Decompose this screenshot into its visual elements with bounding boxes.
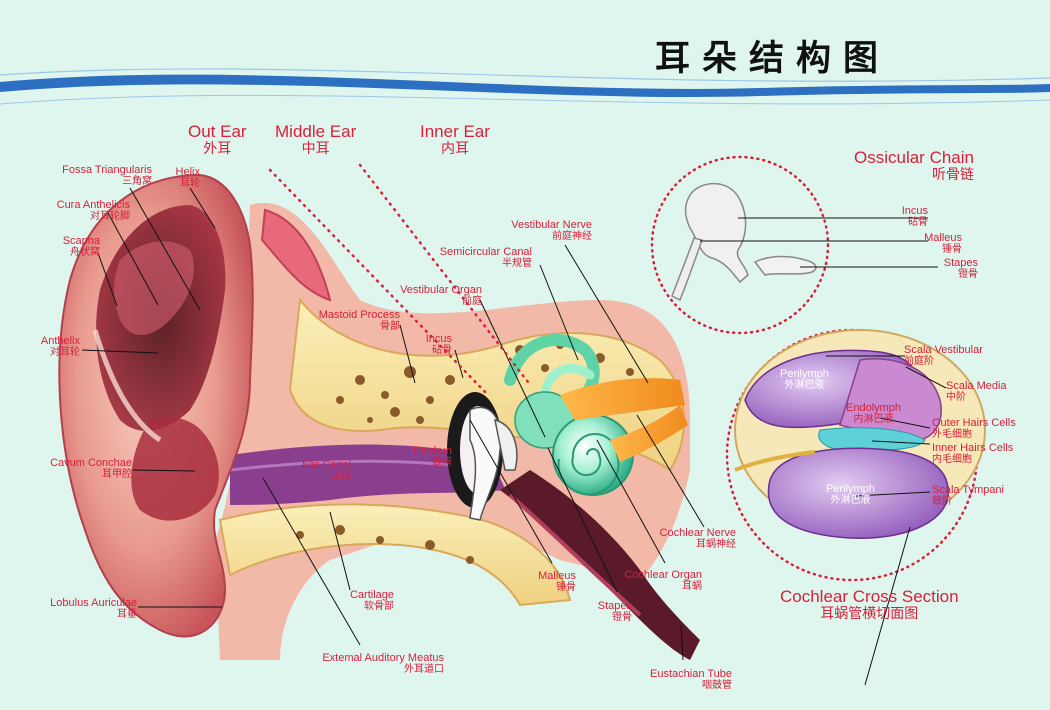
- header-band: [0, 74, 1050, 97]
- page-title: 耳朵结构图: [655, 39, 891, 79]
- ear-canal: [230, 444, 505, 505]
- ossicle-incus: [684, 182, 749, 284]
- ossicle-stapes: [753, 255, 817, 276]
- vestibular-nerve-shape: [560, 378, 685, 420]
- eustachian-tube: [500, 470, 700, 660]
- concha: [131, 416, 219, 521]
- cartilage-band: [218, 503, 572, 607]
- scala-tympani: [767, 447, 949, 539]
- leader-lines: [81, 187, 705, 661]
- ossicular-chain-circle: [650, 155, 830, 335]
- section-dividers: [268, 163, 530, 397]
